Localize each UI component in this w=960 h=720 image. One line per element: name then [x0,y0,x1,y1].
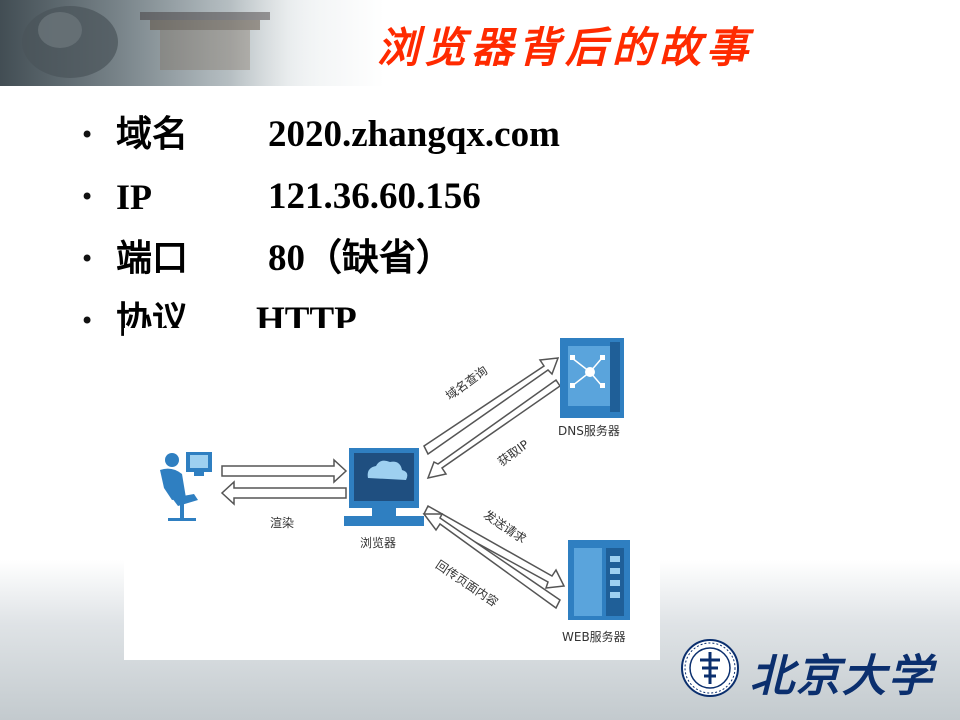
web-server-icon [568,540,630,620]
bullet-key: 域名 [116,114,189,155]
render-label: 渲染 [270,516,295,530]
web-arrows [422,504,566,610]
bullet-value: 80（缺省） [268,238,453,279]
dns-server-label: DNS服务器 [558,424,620,438]
web-server-label: WEB服务器 [562,630,626,644]
render-arrows [220,458,348,506]
bullet-dot: • [80,245,95,273]
network-diagram: 浏览器 DNS服务器 WEB服务器 渲染 域名查询 获取IP 发送请求 回传页面… [124,328,660,660]
bullet-key: IP [116,177,152,217]
bullet-key: 端口 [116,238,189,279]
pku-seal-icon [681,639,739,697]
dns-server-icon [560,338,624,418]
bullet-value: 2020.zhangqx.com [268,114,560,155]
browser-monitor-icon [344,448,424,526]
banner-photo [0,0,330,86]
bullet-dot: • [80,307,95,335]
bullet-dot: • [80,183,95,211]
bullet-dot: • [80,121,95,149]
university-name: 北京大学 [750,651,934,702]
dns-arrows [423,357,562,480]
slide-title: 浏览器背后的故事 [376,23,753,72]
header-banner [0,0,960,86]
browser-label: 浏览器 [360,536,397,550]
bullet-value: 121.36.60.156 [268,176,481,217]
diagram-graphics [160,338,630,620]
user-icon [160,452,212,521]
